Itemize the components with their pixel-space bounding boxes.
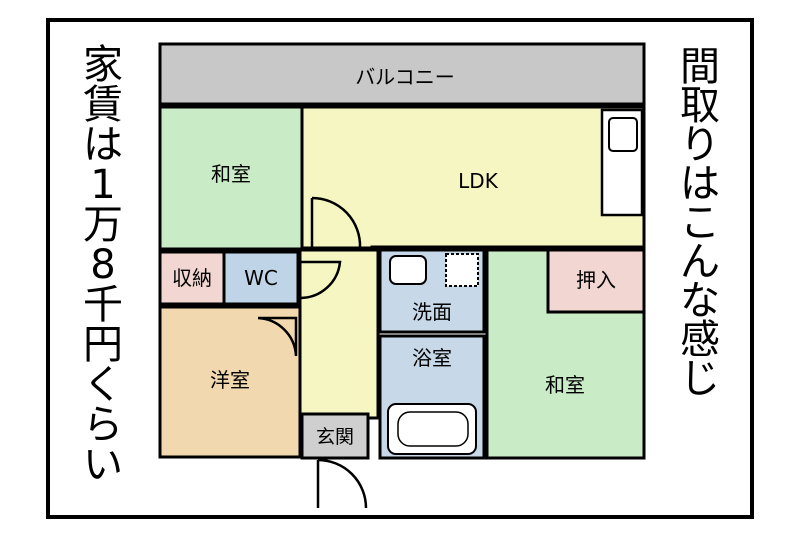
balcony-label: バルコニー <box>355 65 455 89</box>
door-swing-front <box>316 458 368 509</box>
balcony <box>158 42 646 106</box>
left-caption-char: 8 <box>90 242 115 288</box>
right-caption-char: な <box>680 278 720 324</box>
bathtub-inner <box>397 411 469 447</box>
left-caption-char: く <box>83 362 123 408</box>
door-swing-wc <box>299 260 342 300</box>
left-caption-char: ら <box>83 402 123 448</box>
left-caption-char: 賃 <box>83 82 123 128</box>
left-caption-char: 万 <box>83 202 123 248</box>
washing-machine-icon <box>445 253 479 287</box>
right-caption-char: 感 <box>680 317 720 363</box>
room-ldk <box>300 105 646 250</box>
washroom-label: 洗面 <box>412 300 452 324</box>
right-caption-char: ん <box>680 239 720 285</box>
kitchen-sink-icon <box>608 117 638 152</box>
left-caption-char: い <box>83 442 123 488</box>
left-caption-char: は <box>83 122 123 168</box>
washitsu-right-label: 和室 <box>545 373 585 397</box>
ldk-label: LDK <box>458 169 499 193</box>
right-caption-char: こ <box>680 200 720 246</box>
room-storage <box>158 250 226 306</box>
bath-label: 浴室 <box>412 346 452 370</box>
washbasin-icon <box>389 255 427 285</box>
right-caption-char: じ <box>680 356 720 402</box>
room-wc <box>222 250 300 306</box>
room-closet <box>546 248 646 314</box>
youshitsu-label: 洋室 <box>210 368 250 392</box>
left-caption-char: 家 <box>83 42 123 88</box>
right-caption-char: は <box>680 161 720 207</box>
hallway <box>298 248 380 420</box>
washitsu-top-label: 和室 <box>211 162 251 186</box>
left-caption-char: 円 <box>83 322 123 368</box>
room-youshitsu <box>158 305 302 459</box>
door-swing-youshitsu <box>257 316 298 357</box>
right-caption-char: 間 <box>680 44 720 90</box>
room-entrance <box>300 412 370 460</box>
closet-label: 押入 <box>576 268 616 292</box>
entrance-label: 玄関 <box>316 426 354 448</box>
right-caption-char: 取 <box>680 83 720 129</box>
door-swing-ldk <box>310 196 362 249</box>
room-washitsu-top <box>158 105 304 251</box>
storage-label: 収納 <box>172 266 212 290</box>
right-caption-char: り <box>680 122 720 168</box>
wc-label: WC <box>244 266 278 290</box>
left-caption-char: 千 <box>83 282 123 328</box>
left-caption-char: 1 <box>90 162 115 208</box>
